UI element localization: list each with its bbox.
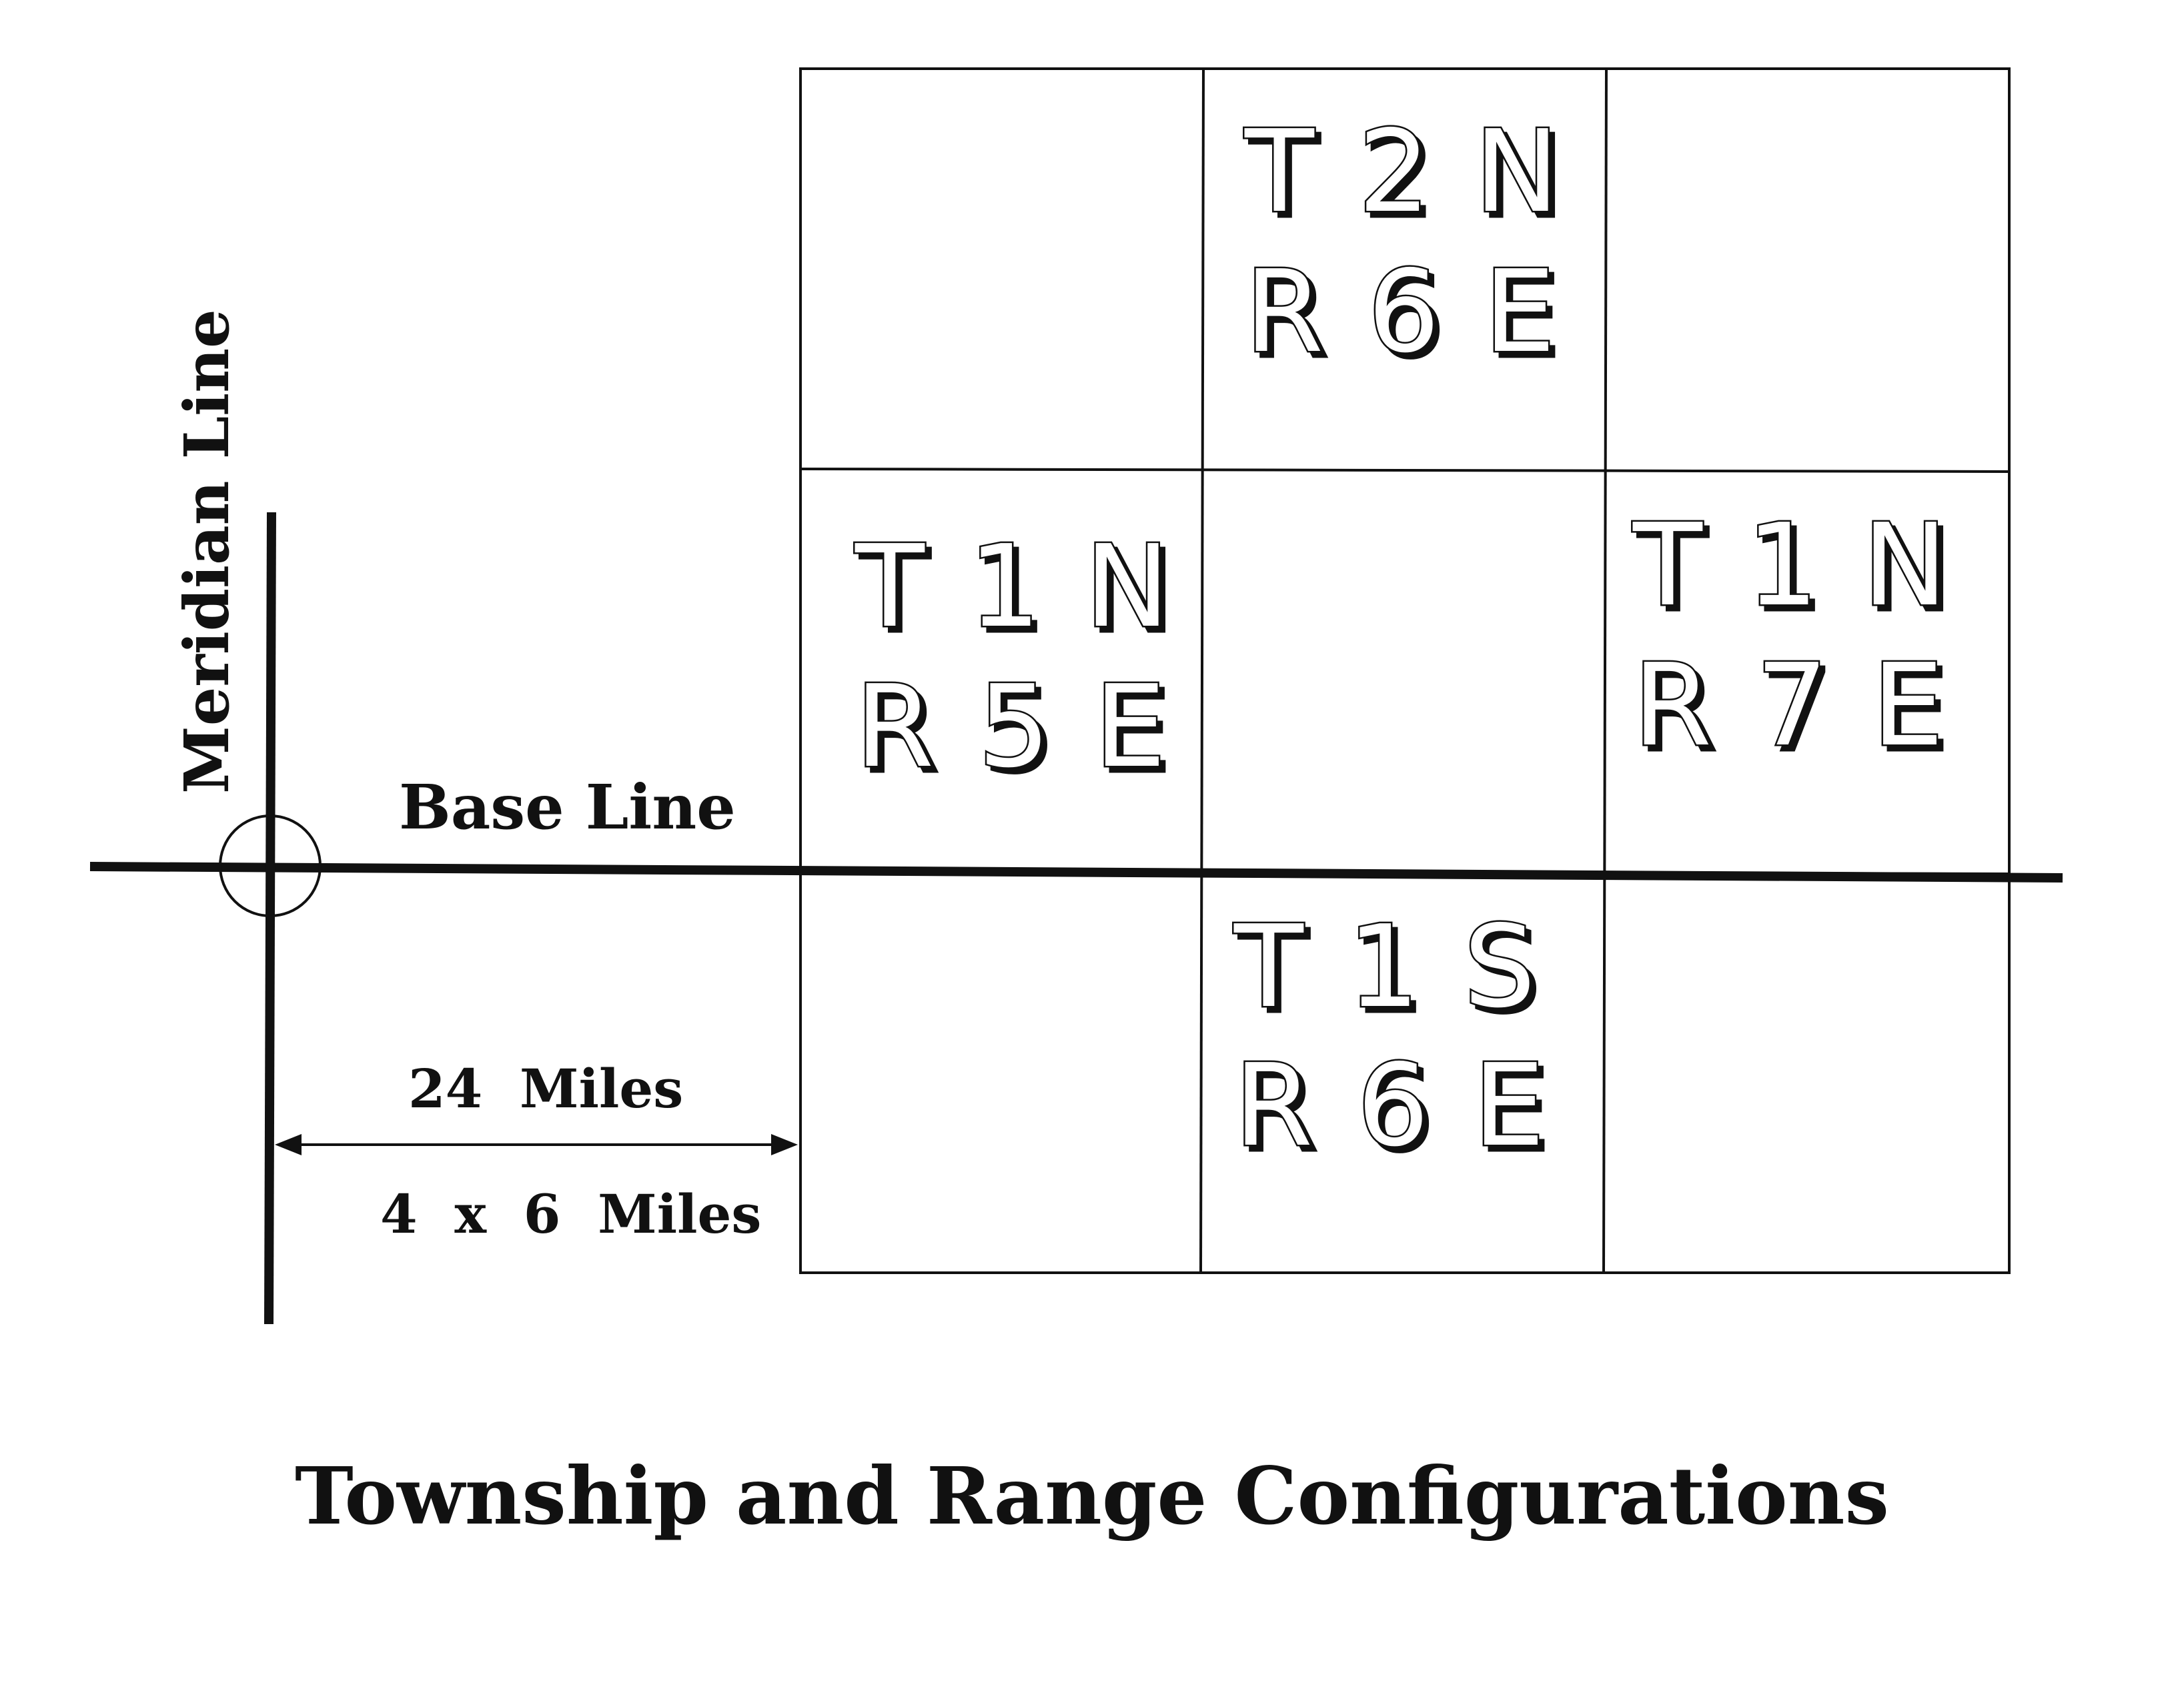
base-line	[89, 862, 2063, 883]
meridian-line-label: Meridian Line	[171, 309, 243, 794]
svg-text:R 6 E: R 6 E	[1250, 251, 1565, 384]
distance-miles-label: 24 Miles	[408, 1057, 683, 1120]
cell-t2n-r6e: T 2 N T 2 N R 6 E R 6 E	[1243, 105, 1568, 386]
distance-arrow	[275, 1134, 798, 1155]
svg-text:R 5 E: R 5 E	[861, 666, 1175, 798]
origin-circle	[219, 814, 322, 917]
svg-text:T 1 N: T 1 N	[1638, 505, 1957, 637]
cell-t1n-r7e-township: T 1 N	[1632, 500, 1951, 632]
arrow-head-right	[771, 1134, 798, 1155]
cell-t1n-r5e-township: T 1 N	[855, 521, 1173, 653]
grid-vertical-2	[1602, 68, 1608, 1273]
svg-text:T 1 S: T 1 S	[1239, 907, 1545, 1039]
diagram-title: Township and Range Configurations	[295, 1450, 1889, 1542]
cell-t1s-r6e: T 1 S T 1 S R 6 E R 6 E	[1232, 900, 1554, 1179]
grid-outline	[799, 67, 2011, 1274]
cell-t1n-r5e: T 1 N T 1 N R 5 E R 5 E	[853, 520, 1179, 800]
cell-t1n-r5e-range: R 5 E	[855, 661, 1170, 793]
meridian-line	[264, 512, 276, 1325]
cell-t1n-r7e: T 1 N T 1 N R 7 E R 7 E	[1631, 498, 1957, 779]
svg-text:R 7 E: R 7 E	[1638, 645, 1953, 777]
cell-t2n-r6e-township: T 2 N	[1244, 106, 1563, 238]
svg-text:R 6 E: R 6 E	[1239, 1045, 1554, 1177]
svg-text:T 2 N: T 2 N	[1249, 111, 1568, 243]
svg-text:T 1 N: T 1 N	[860, 526, 1179, 658]
cell-t1s-r6e-township: T 1 S	[1233, 901, 1540, 1033]
grid-vertical-1	[1199, 68, 1205, 1273]
arrow-head-left	[275, 1134, 302, 1155]
grid-horizontal-1	[800, 468, 2010, 473]
base-line-label: Base Line	[399, 771, 736, 843]
cell-t2n-r6e-range: R 6 E	[1245, 246, 1560, 378]
cell-t1s-r6e-range: R 6 E	[1234, 1040, 1549, 1172]
cell-t1n-r7e-range: R 7 E	[1633, 640, 1948, 772]
distance-breakdown-label: 4 x 6 Miles	[380, 1183, 761, 1245]
